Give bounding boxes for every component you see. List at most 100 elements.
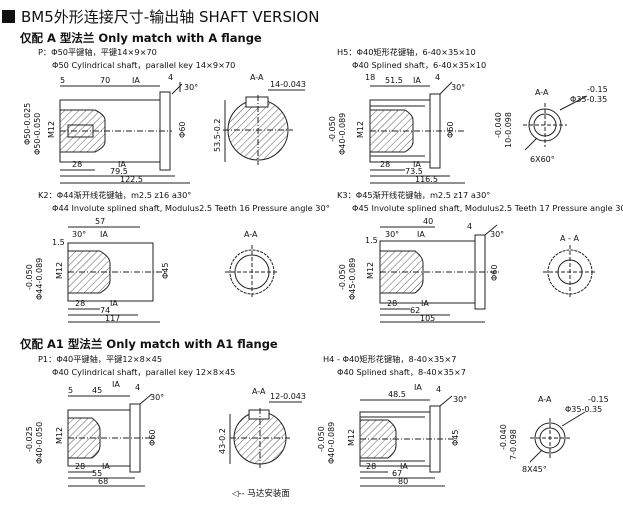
p1-ia-top: ⅠA bbox=[112, 380, 120, 389]
h5-dim-73-5: 73.5 bbox=[405, 167, 423, 176]
k3-dim-ksec: Φ60 bbox=[490, 265, 499, 281]
p1-dim-5: 5 bbox=[68, 386, 73, 395]
h5-spline-angle: 6X60° bbox=[530, 155, 555, 164]
h5-dim-thread: M12 bbox=[356, 121, 365, 138]
k2-dim-dia2: Φ44-0.089 bbox=[35, 258, 44, 300]
k3-dim-dia2: Φ45-0.089 bbox=[348, 258, 357, 300]
p-caption-cn: P：Φ50平键轴，平键14×9×70 bbox=[38, 47, 157, 57]
p1-dim-28: 28 bbox=[75, 462, 85, 471]
h5-spline-tol2: Φ35-0.35 bbox=[570, 95, 607, 104]
k2-dim-74: 74 bbox=[100, 306, 110, 315]
p-dim-dia2: Φ50-0.050 bbox=[33, 113, 42, 155]
k2-dim-thread: M12 bbox=[55, 262, 64, 279]
p1-ia-bottom: ⅠA bbox=[102, 462, 110, 471]
k2-ia-bottom: ⅠA bbox=[110, 299, 118, 308]
section-a-heading: 仅配 A 型法兰 Only match with A flange bbox=[20, 31, 262, 45]
k2-caption-en: Φ44 Involute splined shaft, Modulus2.5 T… bbox=[52, 203, 330, 213]
h4-dim-dia1: -0.050 bbox=[317, 426, 326, 452]
p-dim-70: 70 bbox=[100, 76, 110, 85]
h4-spline-tol1: -0.15 bbox=[588, 395, 609, 404]
k3-dim-dia1: -0.050 bbox=[338, 264, 347, 290]
k3-dim-1-5: 1.5 bbox=[365, 236, 378, 245]
h5-ia-top: ⅠA bbox=[413, 76, 421, 85]
p-dim-5: 5 bbox=[60, 76, 65, 85]
k2-dim-117: 117 bbox=[105, 314, 120, 323]
h4-dim-ksec: Φ45 bbox=[451, 430, 460, 446]
k3-ia-top: ⅠA bbox=[417, 230, 425, 239]
p1-dim-30: 30° bbox=[150, 393, 164, 402]
title-square-icon bbox=[2, 10, 15, 23]
h5-dim-30: 30° bbox=[451, 83, 465, 92]
h5-dim-28: 28 bbox=[380, 160, 390, 169]
k2-caption-cn: K2：Φ44渐开线花键轴，m2.5 z16 a30° bbox=[38, 190, 192, 200]
h4-spline-angle: 8X45° bbox=[522, 465, 547, 474]
footer-note: ◁-- 马达安装面 bbox=[232, 489, 290, 499]
h5-spline-tol1: -0.15 bbox=[587, 85, 608, 94]
p1-caption-en: Φ40 Cylindrical shaft，parallel key 12×8×… bbox=[52, 367, 236, 377]
k3-dim-30-left: 30° bbox=[385, 230, 399, 239]
h4-spline-tol3: -0.040 bbox=[499, 424, 508, 450]
k3-dim-thread: M12 bbox=[366, 262, 375, 279]
k3-dim-40: 40 bbox=[423, 217, 433, 226]
p-dim-ksec: Φ60 bbox=[178, 122, 187, 138]
p-dim-28: 28 bbox=[72, 160, 82, 169]
k2-shaft-drawing: 57 1.5 30° ⅠA -0.050 Φ44-0.089 M12 Φ45 2… bbox=[25, 217, 279, 323]
h4-spline-tol4: 7-0.098 bbox=[509, 429, 518, 460]
h5-dim-dia2: Φ40-0.089 bbox=[338, 113, 347, 155]
h4-dim-dia2: Φ40-0.089 bbox=[327, 422, 336, 464]
k2-dim-1-5: 1.5 bbox=[52, 238, 65, 247]
h5-dim-51-5: 51.5 bbox=[385, 76, 403, 85]
h5-ia-bottom: ⅠA bbox=[413, 160, 421, 169]
k3-dim-62: 62 bbox=[410, 306, 420, 315]
h4-spline-tol2: Φ35-0.35 bbox=[565, 405, 602, 414]
p1-aa-label: A-A bbox=[252, 387, 266, 396]
h5-aa-label: A-A bbox=[535, 88, 549, 97]
page-title: BM5外形连接尺寸-输出轴 SHAFT VERSION bbox=[2, 6, 319, 27]
p1-dim-ksec: Φ60 bbox=[148, 430, 157, 446]
h5-dim-116-5: 116.5 bbox=[415, 175, 438, 184]
p1-caption-cn: P1：Φ40平键轴，平键12×8×45 bbox=[38, 354, 163, 364]
p1-dim-thread: M12 bbox=[55, 427, 64, 444]
p1-dim-dia1: -0.025 bbox=[25, 426, 34, 452]
k3-caption-en: Φ45 Involute splined shaft, Modulus2.5 T… bbox=[352, 203, 623, 213]
p-shaft-drawing: 5 70 ⅠA 4 30° Φ50-0.025 Φ50-0.050 M12 Φ6… bbox=[23, 73, 306, 184]
p-caption-en: Φ50 Cylindrical shaft，parallel key 14×9×… bbox=[52, 60, 236, 70]
h5-spline-tol3: -0.040 bbox=[494, 112, 503, 138]
k3-caption-cn: K3：Φ45渐开线花键轴，m2.5 z17 a30° bbox=[337, 190, 491, 200]
k3-shaft-drawing: 40 1.5 30° ⅠA 4 30° -0.050 Φ45-0.089 M12… bbox=[338, 217, 597, 323]
h5-shaft-drawing: 18 51.5 ⅠA 4 30° -0.050 Φ40-0.089 M12 Φ6… bbox=[328, 73, 608, 184]
page-title-text: BM5外形连接尺寸-输出轴 SHAFT VERSION bbox=[21, 8, 320, 26]
p-dim-30: 30° bbox=[184, 83, 198, 92]
h4-dim-80: 80 bbox=[398, 477, 408, 486]
h4-ia-bottom: ⅠA bbox=[400, 462, 408, 471]
p1-key-height: 43-0.2 bbox=[218, 428, 227, 454]
k3-dim-30: 30° bbox=[490, 230, 504, 239]
p-dim-122-5: 122.5 bbox=[120, 175, 143, 184]
h5-dim-4: 4 bbox=[435, 73, 440, 82]
p1-dim-dia2: Φ40-0.050 bbox=[35, 422, 44, 464]
k2-ia-top: ⅠA bbox=[100, 230, 108, 239]
p-dim-79-5: 79.5 bbox=[110, 167, 128, 176]
h4-dim-48-5: 48.5 bbox=[388, 390, 406, 399]
p1-dim-68: 68 bbox=[98, 477, 108, 486]
p-key-width: 14-0.043 bbox=[270, 80, 306, 89]
h4-dim-30: 30° bbox=[453, 395, 467, 404]
h5-spline-tol4: 10-0.098 bbox=[504, 112, 513, 148]
p1-dim-45: 45 bbox=[92, 386, 102, 395]
p-ia-bottom: ⅠA bbox=[118, 160, 126, 169]
h4-shaft-drawing: 48.5 ⅠA 4 30° -0.050 Φ40-0.089 M12 Φ45 2… bbox=[317, 383, 609, 487]
h4-dim-4: 4 bbox=[436, 385, 441, 394]
k2-dim-30: 30° bbox=[72, 230, 86, 239]
h5-dim-ksec: Φ60 bbox=[446, 122, 455, 138]
p-dim-dia1: Φ50-0.025 bbox=[23, 103, 32, 145]
h4-caption-en: Φ40 Splined shaft，8-40×35×7 bbox=[337, 367, 466, 377]
k2-dim-dia1: -0.050 bbox=[25, 264, 34, 290]
h4-ia-top: ⅠA bbox=[414, 383, 422, 392]
p1-shaft-drawing: 5 45 ⅠA 4 30° -0.025 Φ40-0.050 M12 Φ60 2… bbox=[25, 380, 306, 487]
h4-aa-label: A-A bbox=[538, 395, 552, 404]
p1-dim-4: 4 bbox=[135, 383, 140, 392]
k3-ia-bottom: ⅠA bbox=[421, 299, 429, 308]
k2-dim-57: 57 bbox=[95, 217, 105, 226]
p1-dim-55: 55 bbox=[92, 469, 102, 478]
h4-dim-67: 67 bbox=[392, 469, 402, 478]
